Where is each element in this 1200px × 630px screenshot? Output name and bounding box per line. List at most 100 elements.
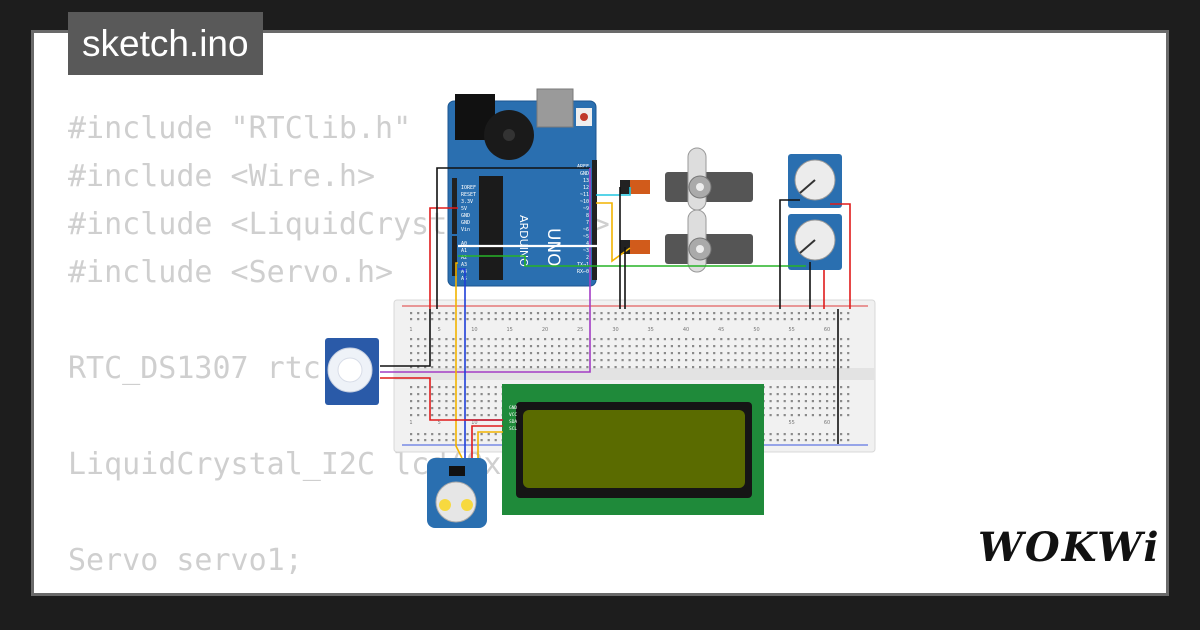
breadboard-hole[interactable] bbox=[769, 318, 772, 321]
breadboard-hole[interactable] bbox=[459, 386, 462, 389]
breadboard-hole[interactable] bbox=[586, 359, 589, 362]
breadboard-hole[interactable] bbox=[833, 345, 836, 348]
breadboard-hole[interactable] bbox=[811, 400, 814, 403]
breadboard-hole[interactable] bbox=[635, 345, 638, 348]
breadboard-hole[interactable] bbox=[804, 345, 807, 348]
breadboard-hole[interactable] bbox=[649, 352, 652, 355]
breadboard-hole[interactable] bbox=[734, 352, 737, 355]
breadboard-hole[interactable] bbox=[614, 318, 617, 321]
breadboard-hole[interactable] bbox=[515, 338, 518, 341]
breadboard-hole[interactable] bbox=[670, 338, 673, 341]
breadboard-hole[interactable] bbox=[706, 359, 709, 362]
breadboard-hole[interactable] bbox=[670, 352, 673, 355]
breadboard-hole[interactable] bbox=[826, 338, 829, 341]
breadboard-hole[interactable] bbox=[642, 366, 645, 369]
breadboard-hole[interactable] bbox=[797, 414, 800, 417]
breadboard-hole[interactable] bbox=[840, 393, 843, 396]
breadboard-hole[interactable] bbox=[487, 414, 490, 417]
breadboard-hole[interactable] bbox=[783, 433, 786, 436]
breadboard-hole[interactable] bbox=[431, 386, 434, 389]
breadboard-hole[interactable] bbox=[431, 407, 434, 410]
breadboard-hole[interactable] bbox=[466, 352, 469, 355]
breadboard-hole[interactable] bbox=[649, 345, 652, 348]
breadboard-hole[interactable] bbox=[783, 359, 786, 362]
breadboard-hole[interactable] bbox=[692, 318, 695, 321]
breadboard-hole[interactable] bbox=[692, 345, 695, 348]
breadboard-hole[interactable] bbox=[790, 393, 793, 396]
breadboard-hole[interactable] bbox=[501, 345, 504, 348]
breadboard-hole[interactable] bbox=[508, 352, 511, 355]
breadboard-hole[interactable] bbox=[558, 312, 561, 315]
breadboard-hole[interactable] bbox=[466, 338, 469, 341]
breadboard-hole[interactable] bbox=[826, 318, 829, 321]
breadboard-hole[interactable] bbox=[635, 312, 638, 315]
breadboard-hole[interactable] bbox=[466, 407, 469, 410]
breadboard-hole[interactable] bbox=[424, 312, 427, 315]
breadboard-hole[interactable] bbox=[776, 352, 779, 355]
breadboard-hole[interactable] bbox=[628, 359, 631, 362]
breadboard-hole[interactable] bbox=[600, 338, 603, 341]
breadboard-hole[interactable] bbox=[551, 345, 554, 348]
breadboard-hole[interactable] bbox=[480, 439, 483, 442]
breadboard-hole[interactable] bbox=[431, 352, 434, 355]
breadboard-hole[interactable] bbox=[480, 414, 483, 417]
breadboard-hole[interactable] bbox=[487, 352, 490, 355]
breadboard-hole[interactable] bbox=[769, 386, 772, 389]
breadboard-hole[interactable] bbox=[811, 414, 814, 417]
breadboard-hole[interactable] bbox=[417, 414, 420, 417]
breadboard-hole[interactable] bbox=[515, 366, 518, 369]
breadboard-hole[interactable] bbox=[424, 407, 427, 410]
breadboard-hole[interactable] bbox=[459, 345, 462, 348]
breadboard-hole[interactable] bbox=[713, 312, 716, 315]
breadboard-hole[interactable] bbox=[748, 338, 751, 341]
breadboard-hole[interactable] bbox=[410, 414, 413, 417]
breadboard-hole[interactable] bbox=[840, 318, 843, 321]
breadboard-hole[interactable] bbox=[699, 345, 702, 348]
breadboard-hole[interactable] bbox=[508, 318, 511, 321]
breadboard-hole[interactable] bbox=[804, 407, 807, 410]
breadboard-hole[interactable] bbox=[607, 366, 610, 369]
breadboard-hole[interactable] bbox=[663, 345, 666, 348]
breadboard-hole[interactable] bbox=[804, 439, 807, 442]
breadboard-hole[interactable] bbox=[826, 439, 829, 442]
breadboard-hole[interactable] bbox=[593, 345, 596, 348]
breadboard-hole[interactable] bbox=[452, 386, 455, 389]
breadboard-hole[interactable] bbox=[783, 366, 786, 369]
breadboard-hole[interactable] bbox=[445, 407, 448, 410]
breadboard-hole[interactable] bbox=[811, 439, 814, 442]
breadboard-hole[interactable] bbox=[741, 345, 744, 348]
breadboard-hole[interactable] bbox=[424, 400, 427, 403]
breadboard-hole[interactable] bbox=[445, 338, 448, 341]
breadboard-hole[interactable] bbox=[410, 433, 413, 436]
breadboard-hole[interactable] bbox=[628, 312, 631, 315]
breadboard-hole[interactable] bbox=[508, 338, 511, 341]
breadboard-hole[interactable] bbox=[607, 318, 610, 321]
breadboard-hole[interactable] bbox=[628, 366, 631, 369]
breadboard-hole[interactable] bbox=[699, 366, 702, 369]
breadboard-hole[interactable] bbox=[621, 338, 624, 341]
breadboard-hole[interactable] bbox=[677, 359, 681, 362]
breadboard-hole[interactable] bbox=[466, 433, 469, 436]
breadboard-hole[interactable] bbox=[642, 312, 645, 315]
breadboard-hole[interactable] bbox=[410, 439, 413, 442]
breadboard-hole[interactable] bbox=[755, 338, 758, 341]
breadboard-hole[interactable] bbox=[790, 345, 793, 348]
breadboard-hole[interactable] bbox=[649, 338, 652, 341]
breadboard-hole[interactable] bbox=[656, 359, 659, 362]
breadboard-hole[interactable] bbox=[452, 312, 455, 315]
breadboard-hole[interactable] bbox=[438, 352, 441, 355]
breadboard-hole[interactable] bbox=[579, 318, 582, 321]
breadboard-hole[interactable] bbox=[473, 414, 476, 417]
breadboard-hole[interactable] bbox=[663, 352, 666, 355]
breadboard-hole[interactable] bbox=[847, 312, 850, 315]
breadboard-hole[interactable] bbox=[776, 393, 779, 396]
breadboard-hole[interactable] bbox=[797, 386, 800, 389]
breadboard-hole[interactable] bbox=[776, 407, 779, 410]
breadboard-hole[interactable] bbox=[833, 338, 836, 341]
breadboard-hole[interactable] bbox=[811, 345, 814, 348]
breadboard-hole[interactable] bbox=[713, 318, 716, 321]
breadboard-hole[interactable] bbox=[685, 318, 688, 321]
breadboard-hole[interactable] bbox=[783, 439, 786, 442]
breadboard-hole[interactable] bbox=[410, 386, 413, 389]
breadboard-hole[interactable] bbox=[494, 386, 497, 389]
